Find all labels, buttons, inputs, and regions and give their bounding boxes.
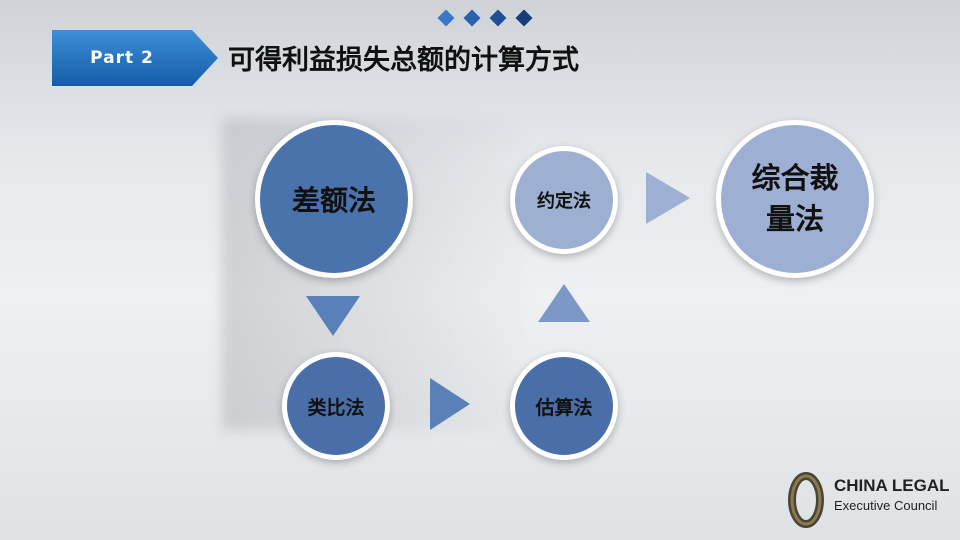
page-title: 可得利益损失总额的计算方式	[228, 45, 579, 76]
arrow-down-icon	[306, 296, 360, 336]
method-circle-analogy: 类比法	[282, 352, 390, 460]
main-method-circle: 差额法	[255, 120, 413, 278]
method-circle-agreement: 约定法	[510, 146, 618, 254]
tab-arrow-shape	[52, 30, 218, 86]
result-circle: 综合裁 量法	[716, 120, 874, 278]
result-line: 量法	[765, 202, 824, 236]
part-tab: Part 2	[52, 30, 218, 86]
logo: CHINA LEGAL Executive Council	[782, 468, 952, 530]
logo-title: CHINA LEGAL	[834, 476, 950, 495]
method-circle-estimate: 估算法	[510, 352, 618, 460]
arrow-right-icon	[430, 378, 470, 430]
arrow-up-icon	[538, 284, 590, 322]
result-line: 综合裁	[751, 161, 839, 196]
part-label: Part 2	[90, 48, 154, 68]
logo-subtitle: Executive Council	[834, 498, 938, 513]
arrow-right-icon	[646, 172, 690, 224]
logo-ring-icon	[788, 472, 824, 528]
